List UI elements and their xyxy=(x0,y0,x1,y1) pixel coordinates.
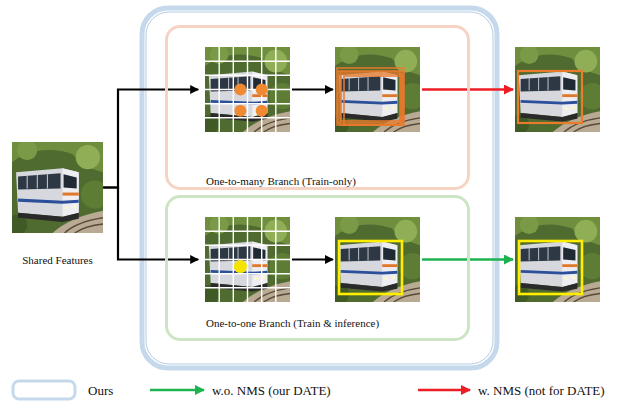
legend-arrow-sample xyxy=(150,389,204,392)
flow-arrow xyxy=(292,258,333,260)
dense-predictions-image xyxy=(330,45,425,134)
legend-label: Ours xyxy=(88,383,113,398)
grid-image xyxy=(200,45,295,134)
flow-arrow xyxy=(292,88,333,90)
ours-container xyxy=(142,8,497,368)
legend-label: w.o. NMS (our DATE) xyxy=(212,383,331,398)
branch-label: One-to-many Branch (Train-only) xyxy=(206,175,356,188)
flow-arrow xyxy=(103,188,198,260)
single-prediction-image xyxy=(330,215,425,304)
flow-arrow xyxy=(103,90,198,188)
image-caption: Shared Features xyxy=(22,254,93,267)
legend-label: w. NMS (not for DATE) xyxy=(478,383,605,398)
shared-features-box: Shared Features xyxy=(12,142,103,233)
shared-features-photo xyxy=(7,140,109,235)
branch-label: One-to-one Branch (Train & inference) xyxy=(206,317,379,330)
direct-output-image xyxy=(510,215,605,304)
nms-output-image xyxy=(510,45,605,134)
grid-image xyxy=(200,215,295,304)
ours-container-inner xyxy=(146,12,493,364)
branch-box: One-to-one Branch (Train & inference) xyxy=(165,195,470,341)
legend-container-sample xyxy=(13,381,75,399)
branch-box: One-to-many Branch (Train-only) xyxy=(165,25,470,190)
legend-arrow-sample xyxy=(418,389,470,392)
